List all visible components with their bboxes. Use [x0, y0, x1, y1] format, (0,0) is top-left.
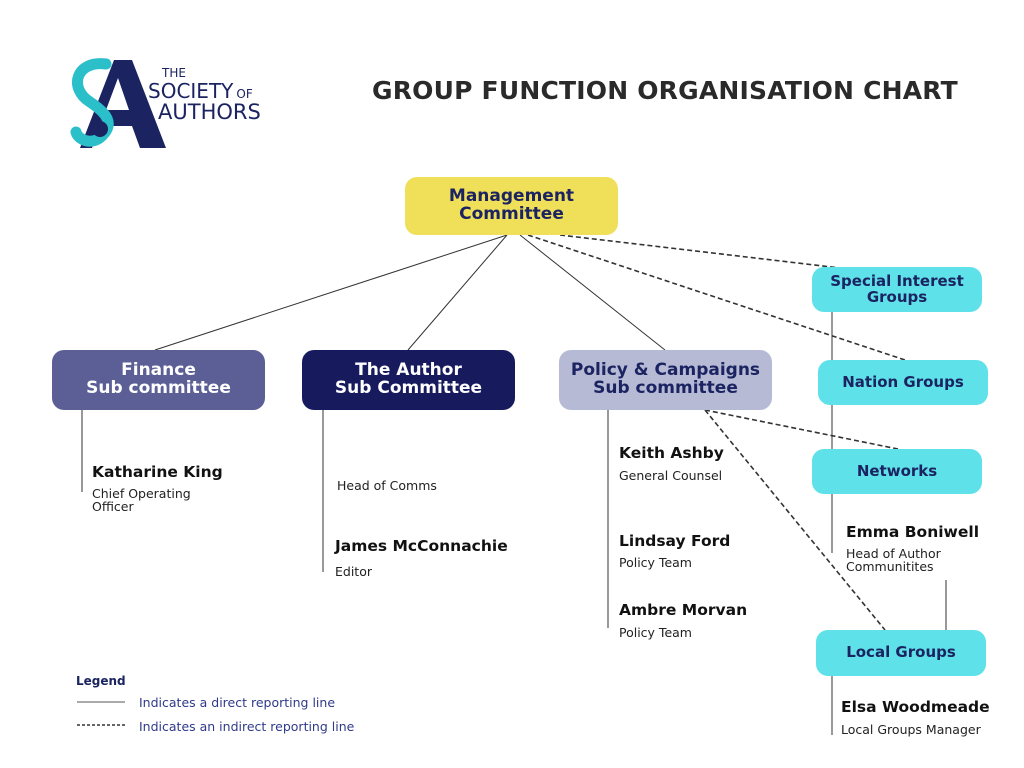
- node-nation-line1: Nation Groups: [842, 372, 964, 391]
- person-katharine-role1: Chief Operating: [92, 486, 191, 501]
- node-author-line1: The Author: [355, 360, 462, 381]
- person-keith-name: Keith Ashby: [619, 444, 724, 462]
- direct-line-finance: [154, 234, 508, 351]
- person-james-role: Editor: [335, 564, 372, 579]
- node-nation-groups[interactable]: Nation Groups: [818, 360, 988, 405]
- node-management-line1: Management: [448, 186, 575, 207]
- node-special-interest-groups[interactable]: Special Interest Groups: [812, 267, 982, 312]
- indirect-line-networks: [704, 409, 899, 450]
- node-special-line2: Groups: [866, 287, 928, 306]
- node-networks[interactable]: Networks: [812, 449, 982, 494]
- legend-direct-text: Indicates a direct reporting line: [139, 695, 336, 710]
- logo-text-authors: AUTHORS: [158, 100, 261, 124]
- node-local-groups[interactable]: Local Groups: [816, 630, 986, 676]
- person-keith-role: General Counsel: [619, 468, 723, 483]
- person-elsa-name: Elsa Woodmeade: [841, 698, 990, 716]
- indirect-line-local: [704, 409, 886, 631]
- logo-text-the: THE: [162, 66, 186, 80]
- legend-lines: [77, 701, 125, 726]
- person-ambre-role: Policy Team: [619, 625, 692, 640]
- node-policy-line2: Sub committee: [593, 378, 738, 398]
- person-katharine-role: Chief Operating Officer: [92, 487, 191, 513]
- person-emma-role1: Head of Author: [846, 546, 941, 561]
- person-katharine-name: Katharine King: [92, 463, 223, 481]
- node-finance-line2: Sub committee: [86, 378, 231, 398]
- logo-society-word: SOCIETY: [148, 79, 234, 103]
- legend-indirect-text: Indicates an indirect reporting line: [139, 719, 355, 734]
- node-management-committee[interactable]: Management Committee: [405, 177, 618, 235]
- person-comms-role: Head of Comms: [337, 478, 437, 493]
- node-finance-subcommittee[interactable]: Finance Sub committee: [52, 350, 265, 410]
- person-james-name: James McConnachie: [335, 537, 508, 555]
- indirect-line-nation: [527, 234, 906, 361]
- node-policy-subcommittee[interactable]: Policy & Campaigns Sub committee: [559, 350, 772, 410]
- person-ambre-name: Ambre Morvan: [619, 601, 748, 619]
- logo-sa-mark: [70, 58, 166, 148]
- person-lindsay-role: Policy Team: [619, 555, 692, 570]
- direct-line-author: [407, 234, 508, 351]
- page-title: GROUP FUNCTION ORGANISATION CHART: [372, 76, 958, 105]
- person-katharine-role2: Officer: [92, 499, 134, 515]
- person-lindsay-name: Lindsay Ford: [619, 532, 731, 550]
- node-special-line1: Special Interest: [830, 271, 964, 290]
- logo-of-word: OF: [236, 87, 253, 101]
- person-emma-name: Emma Boniwell: [846, 523, 980, 541]
- node-policy-line1: Policy & Campaigns: [570, 360, 761, 381]
- node-author-subcommittee[interactable]: The Author Sub Committee: [302, 350, 515, 410]
- indirect-line-special: [559, 234, 841, 269]
- person-emma-role: Head of Author Communitites: [846, 547, 941, 573]
- node-networks-line1: Networks: [856, 461, 938, 480]
- legend-heading: Legend: [76, 674, 126, 688]
- person-emma-role2: Communitites: [846, 559, 934, 575]
- node-author-line2: Sub Committee: [334, 378, 483, 398]
- person-elsa-role: Local Groups Manager: [841, 722, 981, 737]
- node-local-line1: Local Groups: [846, 643, 956, 662]
- node-finance-line1: Finance: [121, 360, 196, 381]
- direct-line-policy: [519, 234, 666, 351]
- node-management-line2: Committee: [459, 204, 564, 224]
